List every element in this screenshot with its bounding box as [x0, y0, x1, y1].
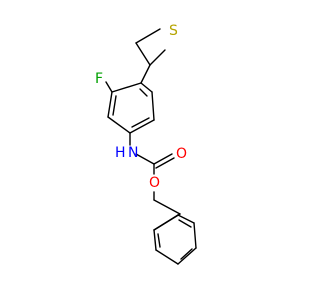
- bond: [107, 116, 131, 134]
- bond: [149, 49, 166, 66]
- benzyl-group: [153, 199, 197, 265]
- bond: [155, 249, 179, 265]
- bond: [153, 214, 179, 231]
- bond: [135, 42, 151, 66]
- bond: [153, 229, 157, 251]
- ester-oxygen-label: O: [149, 175, 160, 191]
- bond: [178, 219, 192, 228]
- bond: [193, 222, 197, 249]
- bond: [105, 81, 113, 93]
- bond: [180, 248, 193, 260]
- bond: [177, 247, 197, 265]
- bond: [131, 117, 150, 128]
- bond: [155, 157, 175, 169]
- bond: [177, 214, 195, 224]
- bond: [111, 82, 142, 93]
- bond: [157, 233, 161, 248]
- bond: [153, 199, 181, 215]
- bond: [129, 119, 155, 134]
- bond: [151, 91, 155, 121]
- sulfur-atom-label: S: [169, 23, 178, 39]
- bond: [135, 153, 155, 165]
- bond: [153, 153, 173, 165]
- carbamate-group: [135, 153, 175, 201]
- bond: [139, 88, 148, 97]
- bond: [135, 28, 161, 44]
- bond: [112, 95, 117, 116]
- carbonyl-oxygen-label: O: [176, 146, 187, 162]
- fluorophenyl-ring: [107, 82, 155, 134]
- bond: [107, 91, 113, 118]
- bond: [140, 64, 151, 84]
- structure-diagram: S F H N O O: [95, 23, 197, 265]
- thietane-ring: [135, 28, 166, 66]
- nitrogen-atom-label: N: [128, 145, 138, 161]
- fluorine-atom-label: F: [95, 71, 103, 87]
- bond: [140, 82, 153, 93]
- amine-hydrogen-label: H: [115, 145, 126, 161]
